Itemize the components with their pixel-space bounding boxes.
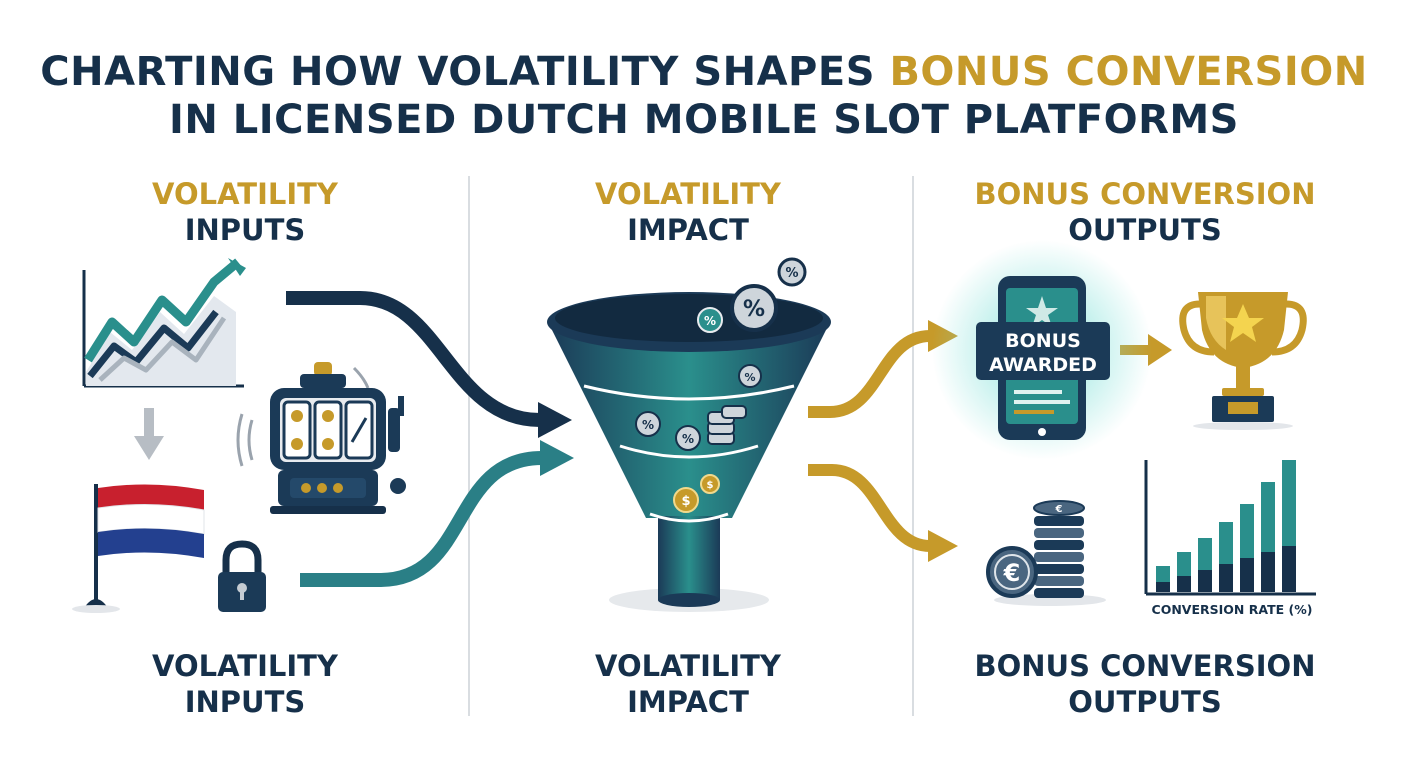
- percent-token-small-4: %: [635, 411, 661, 437]
- outputs-header-top: BONUS CONVERSION: [974, 177, 1316, 211]
- column-divider-1: [468, 176, 470, 716]
- svg-text:%: %: [642, 418, 654, 432]
- svg-text:%: %: [744, 371, 755, 384]
- dutch-flag-icon: [72, 484, 205, 613]
- bar-chart-icon-base-3: [1198, 570, 1212, 592]
- dollar-coin-2: $: [700, 474, 720, 494]
- svg-text:%: %: [682, 432, 694, 446]
- down-arrow-icon: [134, 408, 164, 460]
- output-arrow-gold-down: [808, 464, 958, 562]
- input-arrow-teal: [300, 440, 574, 587]
- inputs-footer-bottom: INPUTS: [184, 685, 306, 719]
- svg-text:$: $: [707, 480, 714, 491]
- inputs-footer: VOLATILITY INPUTS: [70, 648, 420, 720]
- outputs-header: BONUS CONVERSION OUTPUTS: [930, 176, 1360, 248]
- inputs-footer-top: VOLATILITY: [152, 649, 338, 683]
- outputs-footer-bottom: OUTPUTS: [1068, 685, 1222, 719]
- input-arrow-navy: [286, 291, 572, 438]
- phone-icon: BONUS AWARDED: [932, 240, 1152, 460]
- bar-chart-icon-base-5: [1240, 558, 1254, 592]
- phone-label-2: AWARDED: [989, 354, 1097, 376]
- inputs-header-bottom: INPUTS: [184, 213, 306, 247]
- column-divider-2: [912, 176, 914, 716]
- percent-token-small-5: %: [675, 425, 701, 451]
- inputs-header-top: VOLATILITY: [152, 177, 338, 211]
- impact-footer-top: VOLATILITY: [595, 649, 781, 683]
- title-line-2: IN LICENSED DUTCH MOBILE SLOT PLATFORMS: [169, 97, 1239, 143]
- svg-text:€: €: [1055, 504, 1063, 515]
- bar-chart-icon-base-6: [1261, 552, 1275, 592]
- dollar-coin-1: $: [673, 487, 699, 513]
- bar-chart-icon-base-2: [1177, 576, 1191, 592]
- percent-token-large: %: [730, 284, 778, 332]
- svg-text:€: €: [1003, 559, 1021, 587]
- outputs-footer: BONUS CONVERSION OUTPUTS: [930, 648, 1360, 720]
- percent-token-small-1: %: [777, 257, 807, 287]
- bar-chart-icon-base-4: [1219, 564, 1233, 592]
- outputs-footer-top: BONUS CONVERSION: [974, 649, 1316, 683]
- funnel-coin-stack-icon: [707, 405, 747, 445]
- percent-token-small-2: %: [697, 307, 723, 333]
- svg-text:$: $: [681, 494, 690, 509]
- impact-header-top: VOLATILITY: [595, 177, 781, 211]
- impact-footer-bottom: IMPACT: [627, 685, 749, 719]
- inputs-header: VOLATILITY INPUTS: [70, 176, 420, 248]
- bar-chart-icon-base-1: [1156, 582, 1170, 592]
- outputs-header-bottom: OUTPUTS: [1068, 213, 1222, 247]
- padlock-icon: [218, 540, 266, 612]
- percent-token-small-3: %: [738, 364, 762, 388]
- bar-chart-icon-base-7: [1282, 546, 1296, 592]
- bar-chart-icon: CONVERSION RATE (%): [1144, 460, 1316, 617]
- svg-text:%: %: [704, 314, 716, 328]
- impact-header-bottom: IMPACT: [627, 213, 749, 247]
- trophy-icon: [1179, 292, 1307, 430]
- svg-text:%: %: [743, 297, 765, 322]
- impact-footer: VOLATILITY IMPACT: [513, 648, 863, 720]
- title-line-1: CHARTING HOW VOLATILITY SHAPES BONUS CON…: [0, 48, 1408, 96]
- title-prefix: CHARTING HOW VOLATILITY SHAPES: [40, 49, 890, 95]
- conversion-chart-label: CONVERSION RATE (%): [1152, 602, 1313, 617]
- line-chart-icon: [82, 258, 246, 388]
- title-highlight: BONUS CONVERSION: [889, 49, 1368, 95]
- coin-stack-icon: € €: [986, 500, 1106, 606]
- slot-machine-icon: [236, 362, 406, 514]
- impact-header: VOLATILITY IMPACT: [513, 176, 863, 248]
- funnel-icon: [547, 292, 831, 612]
- phone-label-1: BONUS: [1005, 330, 1081, 352]
- svg-text:%: %: [785, 266, 798, 281]
